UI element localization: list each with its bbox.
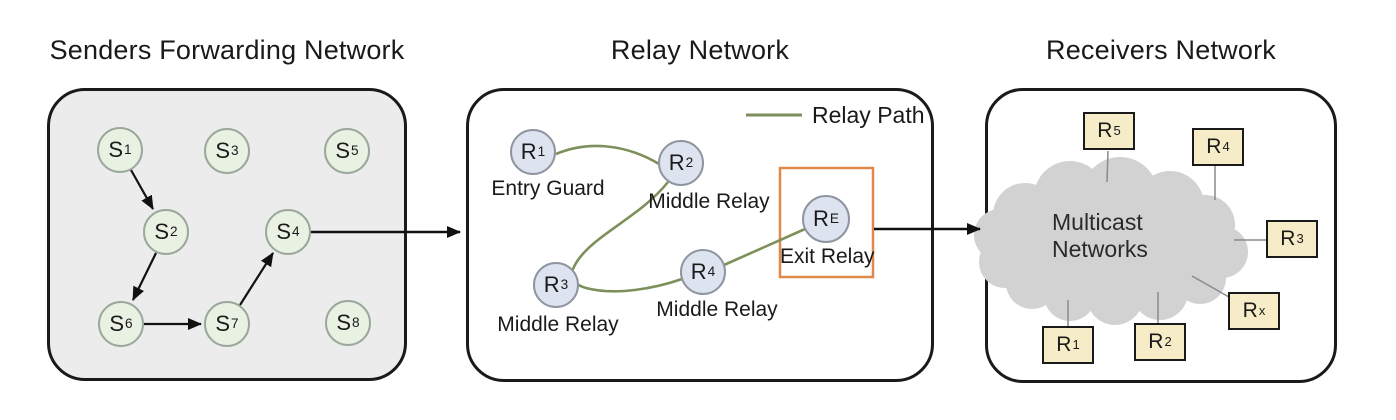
relay-panel-title: Relay Network xyxy=(610,35,790,65)
relay-role-middle-relay-r2: Middle Relay xyxy=(648,190,770,213)
relay-path-legend-label: Relay Path xyxy=(812,102,925,128)
senders-panel-title: Senders Forwarding Network xyxy=(49,35,405,65)
relay-role-middle-relay-r4: Middle Relay xyxy=(656,298,778,321)
multicast-cloud-label: Multicast Networks xyxy=(1052,209,1148,262)
relay-role-exit-relay: Exit Relay xyxy=(780,245,875,268)
relay-role-middle-relay-r3: Middle Relay xyxy=(497,313,619,336)
relay-role-entry-guard: Entry Guard xyxy=(491,177,605,200)
receivers-panel-title: Receivers Network xyxy=(1046,35,1276,65)
